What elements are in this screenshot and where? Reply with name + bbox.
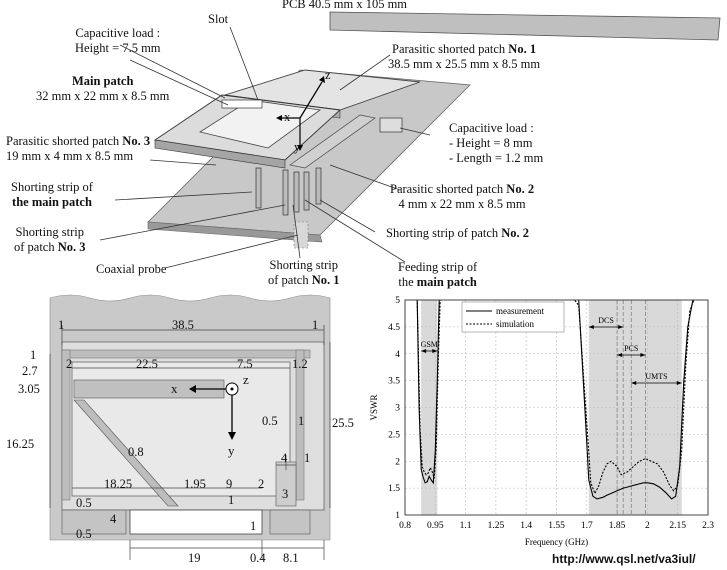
parasitic-patch-2-label: Parasitic shorted patch No. 2 4 mm x 22 …: [390, 182, 535, 211]
dim-inner-1c: 1: [228, 493, 235, 507]
band-arrowhead: [631, 381, 637, 385]
capacitive-load-1-label: Capacitive load :Height = 7.5 mm: [75, 26, 161, 55]
y-tick-label: 1.5: [388, 484, 400, 494]
shorting-strip-2-label: Shorting strip of patch No. 2: [386, 226, 530, 240]
dim-inner-18-25: 18.25: [104, 477, 133, 491]
dim-inner-2: 2: [66, 357, 73, 371]
shorting-strip-1-label: Shorting strip of patch No. 1: [268, 258, 340, 287]
dim-bottom-0-5b: 0.5: [76, 527, 92, 541]
y-tick-label: 4.5: [388, 323, 400, 333]
series-line-simulation: [416, 300, 695, 495]
band-arrowhead: [432, 349, 438, 353]
band-arrowhead: [640, 353, 646, 357]
y-tick-label: 2: [395, 457, 400, 467]
band-arrowhead: [421, 349, 427, 353]
footer-url: http://www.qsl.net/va3iul/: [552, 552, 696, 566]
dim-inner-4: 4: [281, 451, 288, 465]
shorting-strip-3-label: Shorting strip of patch No. 3: [14, 225, 86, 254]
x-tick-label: 2: [645, 521, 650, 531]
dim-inner-1b: 1: [304, 451, 311, 465]
dim-inner-1-95: 1.95: [184, 477, 206, 491]
x-axis-label: Frequency (GHz): [525, 537, 588, 547]
band-arrowhead: [617, 353, 623, 357]
y-tick-label: 3: [395, 404, 400, 414]
x-tick-label: 2.3: [702, 521, 714, 531]
dim-left-2-7: 2.7: [22, 364, 38, 378]
dim-inner-22-5: 22.5: [136, 357, 158, 371]
coaxial-probe-label: Coaxial probe: [96, 262, 167, 276]
layout-axis-z-label: z: [243, 372, 249, 387]
layout-axis-y-label: y: [228, 443, 235, 458]
dim-inner-1a: 1: [298, 414, 305, 428]
dim-bottom-8-1: 8.1: [283, 551, 299, 565]
dim-top-1a: 1: [58, 318, 65, 332]
layout-axis-x-label: x: [171, 381, 178, 396]
legend: measurement simulation: [461, 301, 565, 333]
dim-top-38-5: 38.5: [172, 318, 194, 332]
shorting-strip-main-label: Shorting strip of the main patch: [11, 180, 93, 209]
x-tick-label: 1.25: [488, 521, 505, 531]
band-arrowhead: [588, 325, 594, 329]
dim-bottom-0-5a: 0.5: [76, 496, 92, 510]
y-tick-label: 3.5: [388, 377, 400, 387]
legend-label-measurement: measurement: [496, 306, 544, 316]
y-tick-label: 1: [395, 511, 400, 521]
x-tick-label: 2.15: [669, 521, 686, 531]
dim-inner-9: 9: [226, 477, 233, 491]
dim-inner-1-2: 1.2: [292, 357, 308, 371]
slot-label: Slot: [208, 12, 229, 26]
dim-bottom-19: 19: [188, 551, 201, 565]
dim-inner-0-5a: 0.5: [262, 414, 278, 428]
dim-top-1b: 1: [312, 318, 319, 332]
legend-box: [461, 301, 565, 333]
x-tick-label: 0.95: [427, 521, 444, 531]
x-tick-label: 0.8: [399, 521, 411, 531]
dim-inner-7-5: 7.5: [237, 357, 253, 371]
dim-left-16-25: 16.25: [6, 437, 35, 451]
axis-z-label-3d: z: [325, 68, 331, 82]
plot-frame: [404, 299, 709, 516]
dim-left-1: 1: [30, 348, 37, 362]
dim-bottom-1: 1: [250, 519, 257, 533]
dim-inner-2b: 2: [258, 477, 265, 491]
band-label-pcs: PCS: [624, 344, 638, 353]
parasitic-patch-3-label: Parasitic shorted patch No. 3 19 mm x 4 …: [6, 134, 151, 163]
parasitic-patch-1-label: Parasitic shorted patch No. 1 38.5 mm x …: [388, 42, 541, 71]
y-axis-label: VSWR: [369, 394, 379, 420]
x-tick-label: 1.1: [460, 521, 472, 531]
band-label-umts: UMTS: [645, 372, 667, 381]
band-arrowhead: [676, 381, 682, 385]
x-tick-label: 1.55: [548, 521, 565, 531]
y-tick-label: 5: [395, 296, 400, 306]
dim-inner-3: 3: [282, 487, 289, 501]
legend-label-simulation: simulation: [496, 319, 534, 329]
band-arrowhead: [618, 325, 624, 329]
dim-bottom-0-4: 0.4: [250, 551, 266, 565]
y-tick-label: 2.5: [388, 430, 400, 440]
axis-y-label-3d: y: [294, 140, 301, 154]
pcb-label: PCB 40.5 mm x 105 mm: [282, 0, 408, 11]
capacitive-load-2-label: Capacitive load :- Height = 8 mm- Length…: [449, 121, 544, 165]
series-line-measurement: [416, 300, 694, 500]
band-label-dcs: DCS: [598, 316, 614, 325]
dim-bottom-4: 4: [110, 512, 117, 526]
x-tick-label: 1.7: [581, 521, 593, 531]
x-tick-label: 1.4: [520, 521, 532, 531]
x-tick-label: 1.85: [609, 521, 626, 531]
axis-x-label-3d: x: [284, 110, 291, 124]
band-label-gsm: GSM: [421, 340, 438, 349]
antenna-3d-drawing: [99, 11, 721, 269]
y-tick-label: 4: [395, 350, 400, 360]
dim-right-25-5: 25.5: [332, 416, 354, 430]
dim-left-3-05: 3.05: [18, 382, 40, 396]
dim-inner-0-8: 0.8: [128, 445, 144, 459]
feeding-strip-label: Feeding strip of the main patch: [398, 260, 478, 289]
